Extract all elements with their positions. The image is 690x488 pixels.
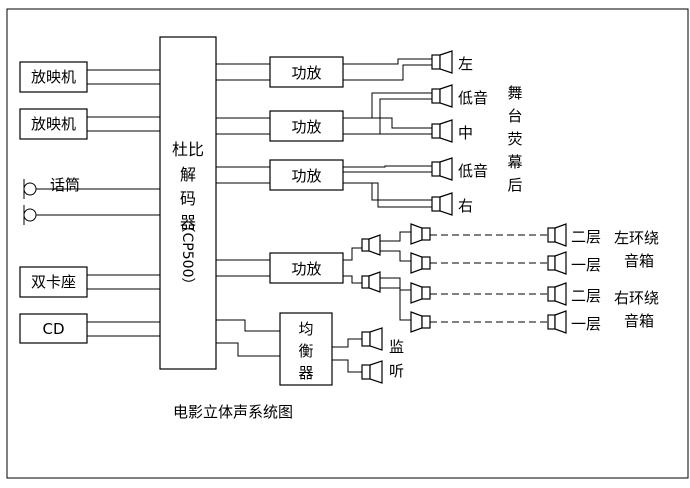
equalizer: 均 衡 器 xyxy=(279,312,333,386)
source-dual-cassette: 双卡座 xyxy=(19,266,88,298)
dolby-decoder: 杜比 解 码 器 （CP500） xyxy=(159,36,217,370)
surround-right-label: 右环绕 音箱 xyxy=(614,289,659,330)
amplifier-label: 功放 xyxy=(291,118,321,136)
speaker-icon xyxy=(410,252,431,274)
stage-speaker-label: 低音 xyxy=(458,89,488,107)
speaker-icon xyxy=(361,234,381,256)
surround-far-speakers: 二层 一层 二层 一层 xyxy=(547,223,601,334)
speaker-icon xyxy=(410,282,431,304)
amplifier-label: 功放 xyxy=(291,64,321,82)
speaker-icon xyxy=(547,310,567,334)
speaker-icon xyxy=(547,223,567,247)
surround-level-label: 一层 xyxy=(571,315,601,333)
monitor-label: 监 xyxy=(389,338,404,356)
svg-text:后: 后 xyxy=(507,176,522,194)
stage-speaker-right: 右 xyxy=(431,192,473,216)
diagram-frame xyxy=(6,8,689,479)
stage-wiring xyxy=(343,58,432,208)
svg-text:荧: 荧 xyxy=(507,130,522,148)
projector-2-label: 放映机 xyxy=(31,115,76,133)
stage-group-label: 舞 台 荧 幕 后 xyxy=(507,84,522,194)
speaker-icon xyxy=(431,157,453,181)
diagram-title: 电影立体声系统图 xyxy=(173,403,293,421)
stage-speaker-bass-1: 低音 xyxy=(431,84,488,108)
source-connections xyxy=(36,69,160,337)
speaker-icon xyxy=(410,223,431,245)
stage-speaker-label: 中 xyxy=(458,124,473,142)
speaker-icon xyxy=(431,50,453,74)
source-projector-1: 放映机 xyxy=(19,61,88,93)
dual-cassette-label: 双卡座 xyxy=(31,273,76,291)
speaker-icon xyxy=(547,251,567,275)
surround-near-speakers xyxy=(410,223,431,333)
amplifier-3: 功放 xyxy=(269,159,344,191)
speaker-icon xyxy=(410,311,431,333)
equalizer-char: 器 xyxy=(298,364,313,382)
speaker-icon xyxy=(361,327,383,351)
svg-text:左环绕: 左环绕 xyxy=(614,229,659,247)
monitor-label: 听 xyxy=(389,362,404,380)
speaker-icon xyxy=(431,192,453,216)
amplifier-1: 功放 xyxy=(269,56,344,88)
decoder-char: 码 xyxy=(180,189,196,208)
amplifier-2: 功放 xyxy=(269,110,344,142)
source-microphone: 话筒 xyxy=(23,176,80,225)
svg-text:幕: 幕 xyxy=(507,153,522,171)
monitor-speakers: 监 听 xyxy=(361,327,404,384)
decoder-outputs xyxy=(216,63,280,357)
svg-text:音箱: 音箱 xyxy=(624,312,654,330)
microphone-label: 话筒 xyxy=(50,176,80,194)
equalizer-char: 均 xyxy=(298,320,313,338)
microphone-icon xyxy=(23,179,37,225)
cd-label: CD xyxy=(42,320,64,338)
svg-text:舞: 舞 xyxy=(507,84,522,102)
amplifier-4: 功放 xyxy=(269,252,344,284)
equalizer-char: 衡 xyxy=(298,342,313,360)
surround-left-label: 左环绕 音箱 xyxy=(614,229,659,270)
source-projector-2: 放映机 xyxy=(19,108,88,140)
speaker-icon xyxy=(361,271,381,293)
decoder-char: 解 xyxy=(180,165,196,184)
surround-level-label: 一层 xyxy=(571,256,601,274)
speaker-icon xyxy=(361,360,383,384)
stage-speaker-left: 左 xyxy=(431,50,473,74)
svg-text:右环绕: 右环绕 xyxy=(614,289,659,307)
decoder-model: （CP500） xyxy=(179,219,195,292)
surround-splitter-lower xyxy=(361,271,381,293)
amplifier-label: 功放 xyxy=(291,167,321,185)
decoder-char: 杜比 xyxy=(172,140,204,159)
source-cd: CD xyxy=(19,313,88,344)
stage-speaker-center: 中 xyxy=(431,119,473,143)
surround-level-label: 二层 xyxy=(571,287,601,305)
speaker-icon xyxy=(547,282,567,306)
monitor-wiring xyxy=(332,338,362,373)
surround-splitter-upper xyxy=(361,234,381,256)
decoder-char: 器 xyxy=(180,213,196,232)
amplifier-label: 功放 xyxy=(291,260,321,278)
svg-text:音箱: 音箱 xyxy=(624,252,654,270)
stage-speaker-bass-2: 低音 xyxy=(431,157,488,181)
stage-speaker-label: 左 xyxy=(458,55,473,73)
speaker-icon xyxy=(431,119,453,143)
projector-1-label: 放映机 xyxy=(31,68,76,86)
svg-text:台: 台 xyxy=(507,107,522,125)
speaker-icon xyxy=(431,84,453,108)
surround-wiring xyxy=(343,231,548,323)
surround-level-label: 二层 xyxy=(571,228,601,246)
stage-speaker-label: 低音 xyxy=(458,162,488,180)
stage-speaker-label: 右 xyxy=(458,197,473,215)
